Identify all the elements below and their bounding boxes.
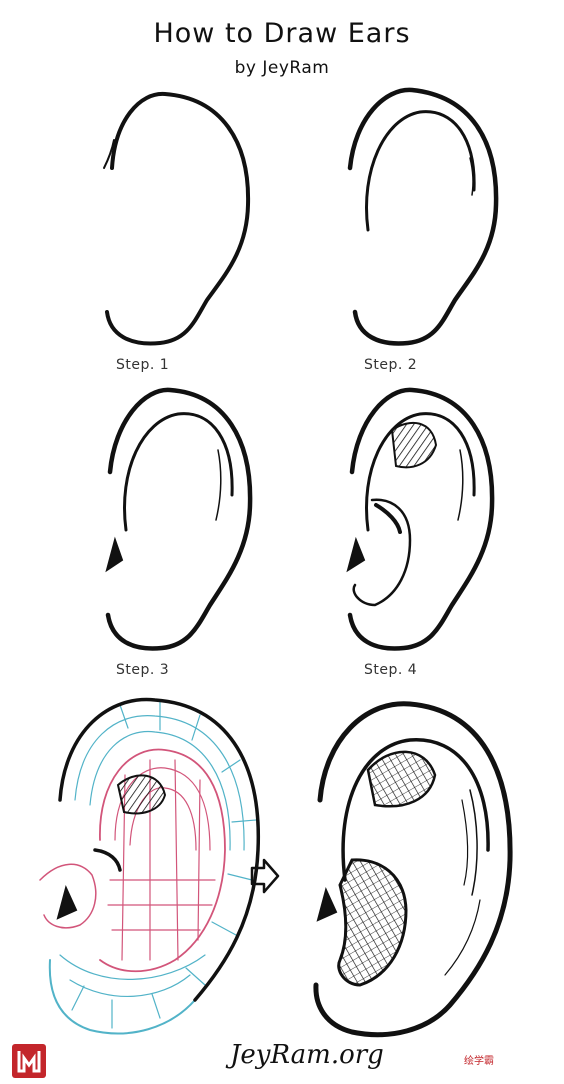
- step-4-ear-outline: [346, 387, 495, 651]
- page-byline: by JeyRam: [234, 58, 330, 78]
- logo-icon: [12, 1044, 46, 1078]
- signature: JeyRam.org: [230, 1040, 384, 1070]
- step-2-label: Step. 2: [364, 357, 418, 373]
- arrow-right-icon: [250, 858, 280, 894]
- step-1-ear-outline: [103, 91, 251, 346]
- step-1-label: Step. 1: [116, 357, 170, 373]
- step-4-label: Step. 4: [364, 662, 418, 678]
- step-2-ear-outline: [347, 87, 499, 346]
- page-title: How to Draw Ears: [153, 18, 411, 49]
- grid-mesh-ear: [39, 697, 261, 1035]
- watermark-text: 绘学霸: [464, 1056, 494, 1067]
- step-3-ear-outline: [105, 387, 253, 651]
- final-shaded-ear: [313, 701, 513, 1038]
- step-3-label: Step. 3: [116, 662, 170, 678]
